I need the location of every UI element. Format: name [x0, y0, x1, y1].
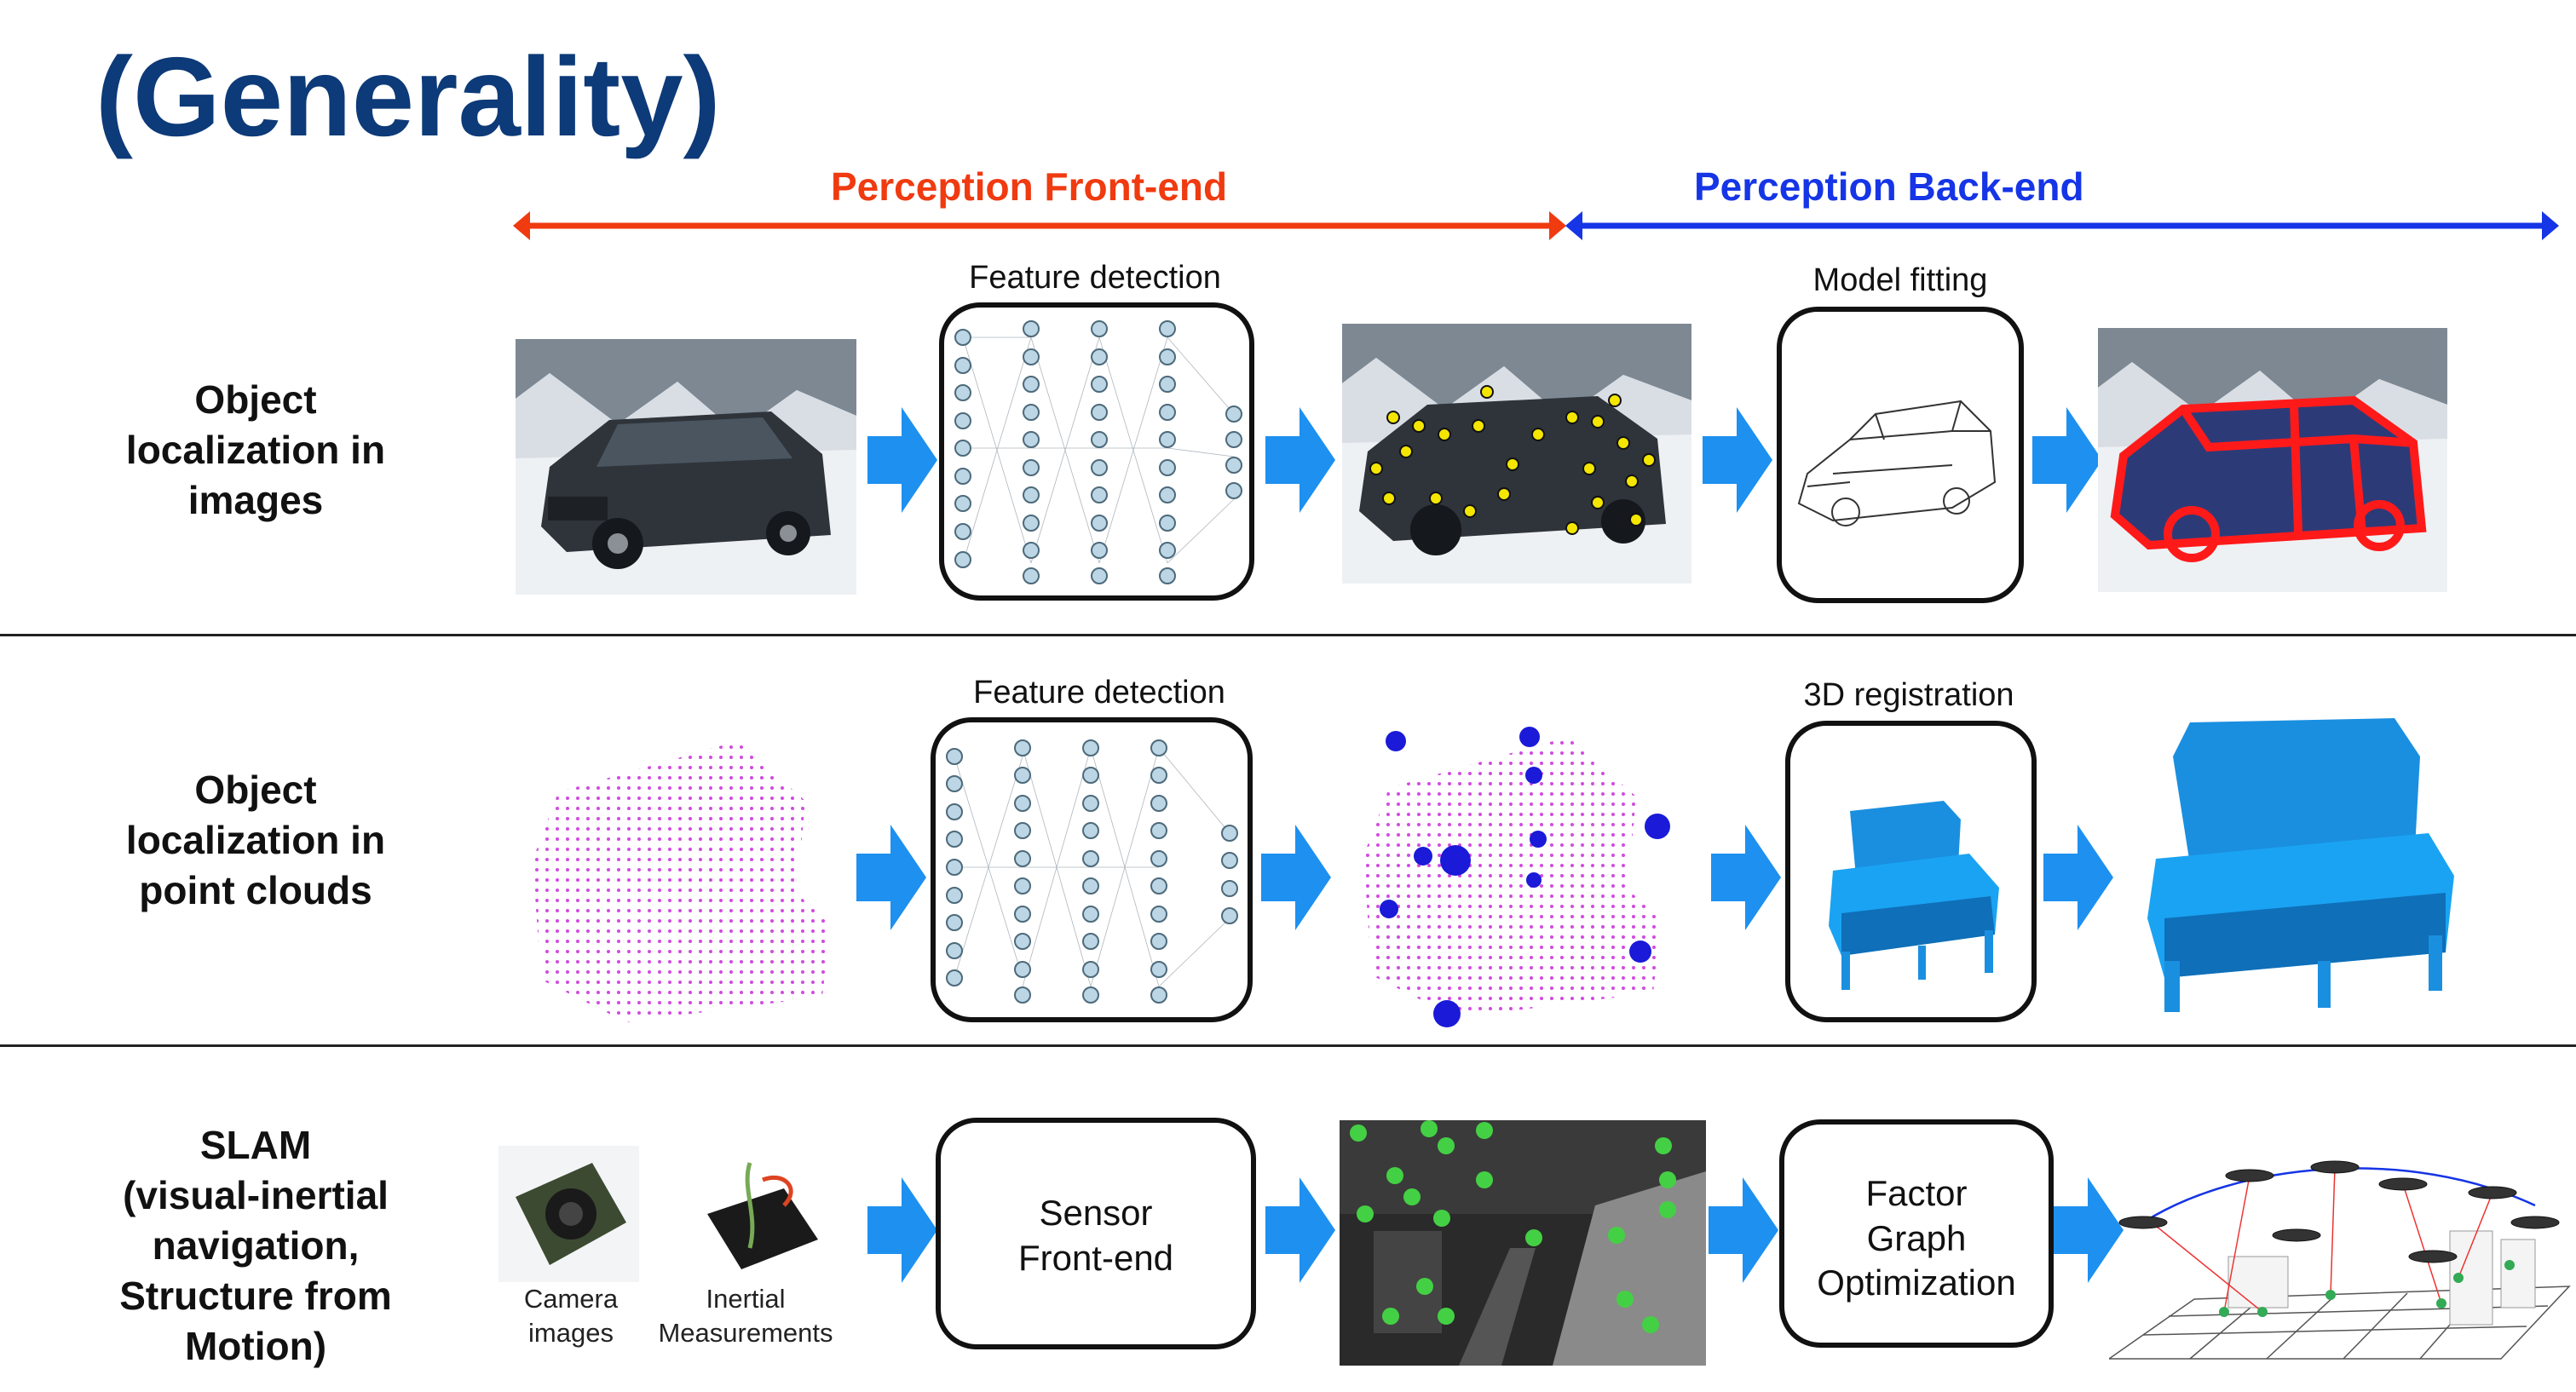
flow-arrow-r3-1	[867, 1177, 937, 1283]
flow-arrow-r3-2	[1265, 1177, 1335, 1283]
chair-point-cloud-keypoints	[1363, 727, 1670, 1027]
camera-sensor-image	[498, 1146, 639, 1282]
factor-graph-optimization-box: Factor Graph Optimization	[1779, 1119, 2054, 1348]
car-fitted-photo	[2098, 328, 2447, 592]
flow-arrow-r1-4	[2032, 407, 2102, 513]
flow-arrow-r2-2	[1261, 825, 1331, 930]
slide-title: (Generality)	[95, 34, 721, 159]
row-divider-2	[0, 1044, 2576, 1047]
camera-images-caption: Camera images	[523, 1284, 619, 1349]
caption-model-fitting: Model fitting	[1812, 262, 1988, 298]
neural-net-box-2	[931, 717, 1253, 1022]
flow-arrow-r2-3	[1711, 825, 1781, 930]
model-fitting-box	[1777, 307, 2024, 603]
row-label-point-clouds: Object localization in point clouds	[125, 768, 386, 912]
front-end-span-line	[513, 211, 1566, 240]
back-end-label: Perception Back-end	[1694, 164, 2084, 209]
flow-arrow-r2-1	[856, 825, 926, 930]
drone-trajectory-graph	[2109, 1160, 2571, 1360]
inertial-measurements-caption: Inertial Measurements	[658, 1284, 833, 1349]
neural-net-icon	[954, 320, 1242, 584]
row-label-images: Object localization in images	[125, 377, 386, 522]
back-end-span-line	[1565, 211, 2559, 240]
caption-3d-registration: 3D registration	[1803, 677, 2014, 713]
caption-feature-detection-1: Feature detection	[969, 260, 1221, 296]
car-keypoints-photo	[1342, 324, 1691, 584]
slam-camera-frame	[1340, 1120, 1706, 1366]
flow-arrow-r3-4	[2054, 1177, 2124, 1283]
neural-net-icon	[946, 739, 1238, 1004]
neural-net-box-1	[939, 302, 1254, 601]
caption-feature-detection-2: Feature detection	[973, 675, 1225, 710]
flow-arrow-r2-4	[2043, 825, 2113, 930]
flow-arrow-r3-3	[1709, 1177, 1778, 1283]
sensor-front-end-label: Sensor Front-end	[1017, 1193, 1174, 1278]
car-wireframe-icon	[1797, 400, 1997, 526]
row-label-slam: SLAM (visual-inertial navigation, Struct…	[119, 1123, 392, 1368]
chair-model-icon	[1829, 801, 1999, 990]
row-divider-1	[0, 634, 2576, 636]
flow-arrow-r1-2	[1265, 407, 1335, 513]
factor-graph-optimization-label: Factor Graph Optimization	[1817, 1173, 2016, 1303]
3d-registration-box	[1785, 721, 2037, 1022]
car-photo	[516, 339, 856, 595]
chair-point-cloud	[533, 741, 831, 1022]
imu-chip-image	[707, 1162, 818, 1269]
flow-arrow-r1-1	[867, 407, 937, 513]
sensor-front-end-box: Sensor Front-end	[936, 1118, 1256, 1349]
chair-registered-model	[2147, 718, 2454, 1012]
flow-arrow-r1-3	[1703, 407, 1772, 513]
front-end-label: Perception Front-end	[831, 164, 1228, 209]
